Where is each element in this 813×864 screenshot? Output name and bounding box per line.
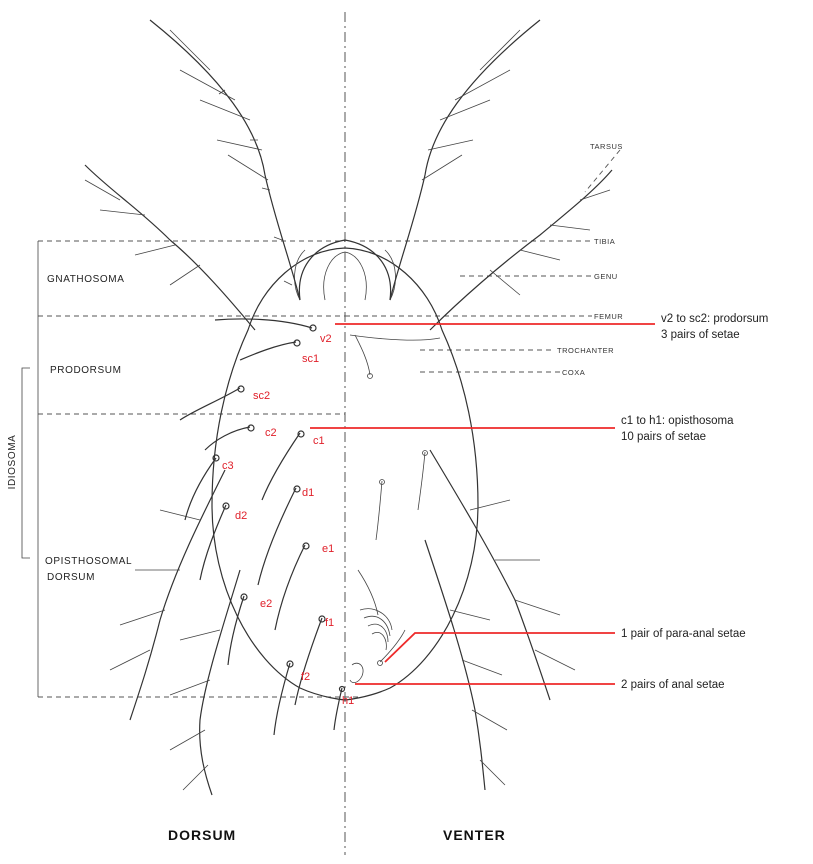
leg-II-right [430,170,612,330]
label-tibia: TIBIA [594,237,615,246]
label-gnathosoma: GNATHOSOMA [47,274,124,285]
label-genu: GENU [594,272,618,281]
leg-III-right [430,450,575,700]
annotation-prodorsum-2: 3 pairs of setae [661,329,740,341]
seta-label-c1: c1 [313,435,325,447]
ventral-plate [350,335,440,340]
seta-label-e2: e2 [260,598,272,610]
genital-folds [360,609,392,650]
leg-I-right [390,20,540,300]
label-femur: FEMUR [594,312,623,321]
seta-label-c3: c3 [222,460,234,472]
label-dorsum-region: DORSUM [47,572,95,583]
label-trochanter: TROCHANTER [557,346,614,355]
seta-label-f2: f2 [301,671,310,683]
seta-label-e1: e1 [322,543,334,555]
seta-label-sc1: sc1 [302,353,319,365]
seta-label-c2: c2 [265,427,277,439]
leg-IV-left [170,570,240,795]
seta-label-d2: d2 [235,510,247,522]
anal-opening [350,663,363,682]
seta-label-d1: d1 [302,487,314,499]
dorsal-setae [180,319,345,735]
annotation-para-anal: 1 pair of para-anal setae [621,628,746,640]
label-prodorsum: PRODORSUM [50,365,122,376]
label-coxa: COXA [562,368,585,377]
ventral-setae [355,335,428,666]
title-venter: VENTER [443,827,506,843]
gnathosoma-outline [299,240,390,300]
bracket-idiosoma [22,368,30,558]
annotation-opisthosoma-1: c1 to h1: opisthosoma [621,415,734,427]
annotation-prodorsum-1: v2 to sc2: prodorsum [661,313,768,325]
leg-I-left [150,20,300,300]
label-tarsus: TARSUS [590,142,623,151]
redline-para-anal [385,633,615,662]
leader-tarsus [585,150,620,192]
seta-label-h1: h1 [342,695,354,707]
leg-IV-right [425,540,507,790]
title-dorsum: DORSUM [168,827,236,843]
seta-label-v2: v2 [320,333,332,345]
annotation-opisthosoma-2: 10 pairs of setae [621,431,706,443]
label-idiosoma: IDIOSOMA [7,435,18,490]
label-opisthosomal: OPISTHOSOMAL [45,556,132,567]
seta-label-f1: f1 [325,617,334,629]
leg-II-left [85,165,255,330]
annotation-anal: 2 pairs of anal setae [621,679,725,691]
seta-label-sc2: sc2 [253,390,270,402]
